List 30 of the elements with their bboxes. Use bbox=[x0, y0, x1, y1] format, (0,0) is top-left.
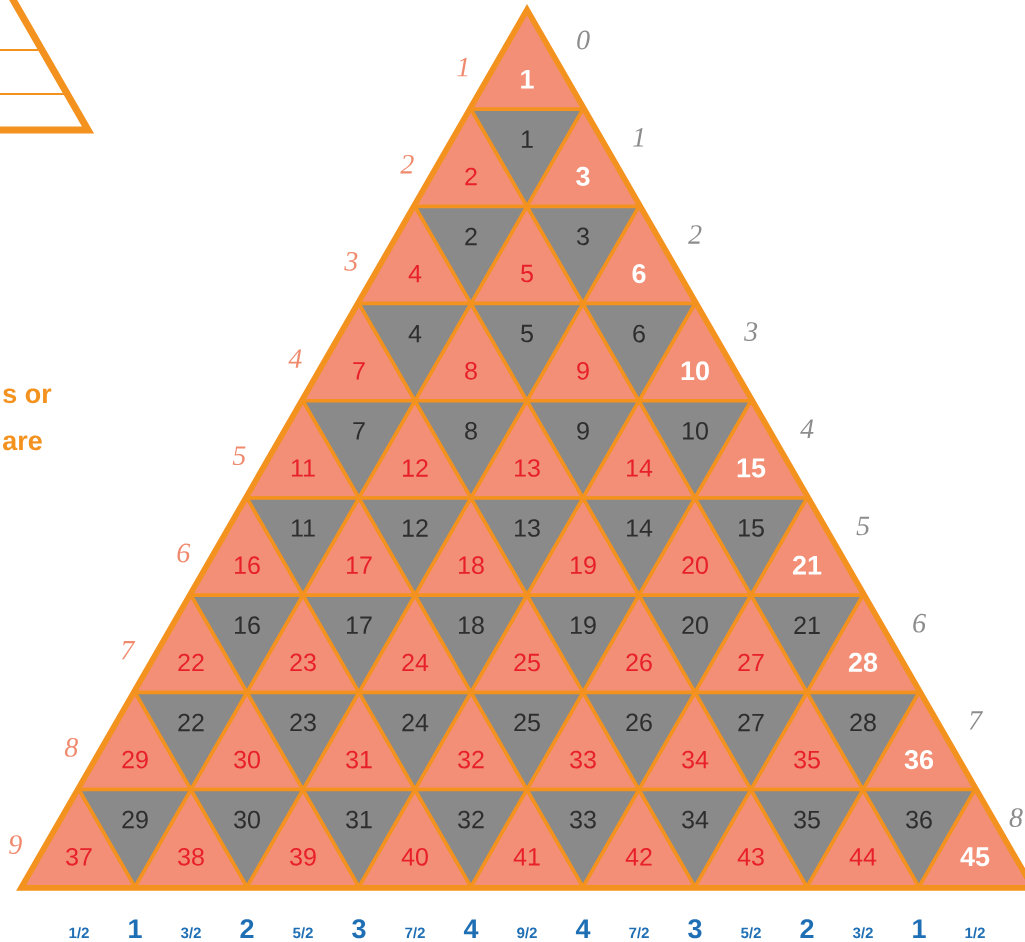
side-text: are bbox=[3, 435, 42, 451]
row-number: 8 bbox=[1009, 808, 1023, 828]
base-number: 1 bbox=[913, 919, 926, 938]
row-number: 9 bbox=[9, 835, 22, 854]
base-number: 2 bbox=[800, 919, 814, 938]
base-number: 3 bbox=[352, 919, 366, 939]
base-number: 4 bbox=[463, 919, 479, 938]
base-number: 1/2 bbox=[965, 927, 985, 939]
row-number: 8 bbox=[64, 737, 78, 757]
base-number: 9/2 bbox=[517, 927, 537, 939]
row-number: 3 bbox=[344, 252, 358, 271]
base-number: 5/2 bbox=[741, 927, 761, 939]
base-number: 4 bbox=[575, 919, 591, 938]
base-number: 3/2 bbox=[180, 927, 201, 939]
row-number: 1 bbox=[633, 127, 644, 147]
row-number: 6 bbox=[177, 543, 191, 563]
row-number: 1 bbox=[457, 57, 468, 77]
side-text: s or bbox=[3, 388, 52, 404]
base-number: 5/2 bbox=[293, 927, 313, 939]
row-number: 7 bbox=[121, 641, 136, 660]
base-number: 7/2 bbox=[629, 927, 649, 939]
base-number: 1 bbox=[129, 919, 142, 938]
base-number: 3/2 bbox=[852, 927, 873, 939]
row-number: 4 bbox=[288, 349, 302, 368]
base-number: 2 bbox=[240, 919, 254, 938]
row-number: 2 bbox=[400, 154, 414, 174]
base-number: 3 bbox=[688, 919, 702, 939]
base-number: 1/2 bbox=[69, 927, 89, 939]
row-number: 5 bbox=[232, 446, 246, 466]
base-number: 7/2 bbox=[405, 927, 425, 939]
